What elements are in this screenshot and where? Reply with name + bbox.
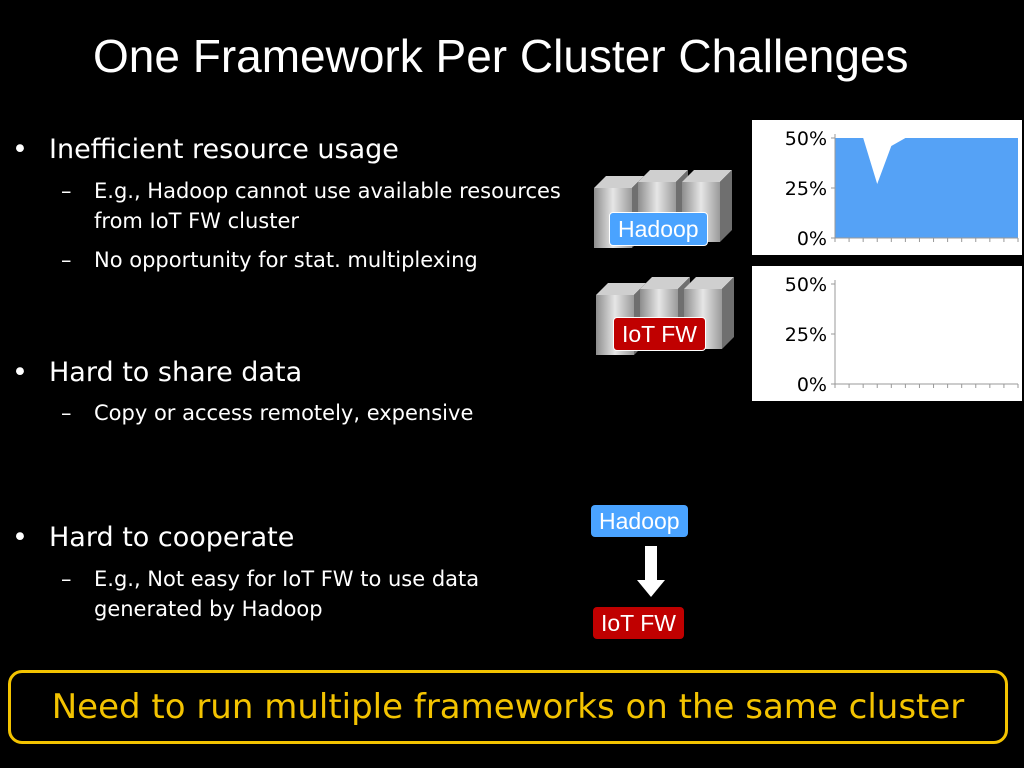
sub-text: Copy or access remotely, expensive: [94, 401, 474, 425]
bullet-dot: •: [12, 134, 28, 165]
hadoop-cluster-tag: Hadoop: [609, 212, 708, 246]
flow-iot-tag: IoT FW: [593, 607, 684, 639]
area-series: [835, 138, 1018, 238]
sub-text: E.g., Not easy for IoT FW to use data ge…: [94, 567, 480, 621]
hadoop-utilization-svg: 50% 25% 0%: [785, 128, 1019, 250]
conclusion-banner: Need to run multiple frameworks on the s…: [8, 670, 1008, 744]
bullet-text: Inefficient resource usage: [49, 134, 399, 165]
iot-cluster-tag: IoT FW: [613, 317, 706, 351]
y-tick-label: 50%: [785, 274, 827, 296]
bullet-text: Hard to cooperate: [49, 522, 295, 553]
iot-utilization-svg: 50% 25% 0%: [785, 274, 1019, 396]
sub-bullet-hadoop-resources: – E.g., Hadoop cannot use available reso…: [61, 176, 564, 236]
sub-dash: –: [61, 567, 72, 591]
bullet-cooperate: • Hard to cooperate: [12, 521, 295, 555]
bullet-dot: •: [12, 522, 28, 553]
sub-bullet-copy-remote: – Copy or access remotely, expensive: [61, 398, 474, 428]
slide-title: One Framework Per Cluster Challenges: [93, 30, 909, 82]
y-tick-label: 50%: [785, 128, 827, 150]
sub-bullet-stat-multiplexing: – No opportunity for stat. multiplexing: [61, 245, 478, 275]
bullet-share-data: • Hard to share data: [12, 356, 303, 390]
sub-dash: –: [61, 248, 72, 272]
y-tick-label: 0%: [797, 228, 827, 250]
hadoop-utilization-chart: 50% 25% 0%: [752, 120, 1022, 255]
iot-utilization-chart: 50% 25% 0%: [752, 266, 1022, 401]
y-tick-label: 0%: [797, 374, 827, 396]
bullet-text: Hard to share data: [49, 357, 303, 388]
sub-dash: –: [61, 401, 72, 425]
flow-hadoop-tag: Hadoop: [591, 505, 688, 537]
down-arrow-icon: [637, 546, 665, 597]
sub-bullet-iot-use-data: – E.g., Not easy for IoT FW to use data …: [61, 564, 574, 624]
y-tick-label: 25%: [785, 324, 827, 346]
sub-dash: –: [61, 179, 72, 203]
bullet-dot: •: [12, 357, 28, 388]
bullet-inefficient-resource: • Inefficient resource usage: [12, 133, 399, 167]
sub-text: E.g., Hadoop cannot use available resour…: [94, 179, 561, 233]
y-tick-label: 25%: [785, 178, 827, 200]
sub-text: No opportunity for stat. multiplexing: [94, 248, 478, 272]
